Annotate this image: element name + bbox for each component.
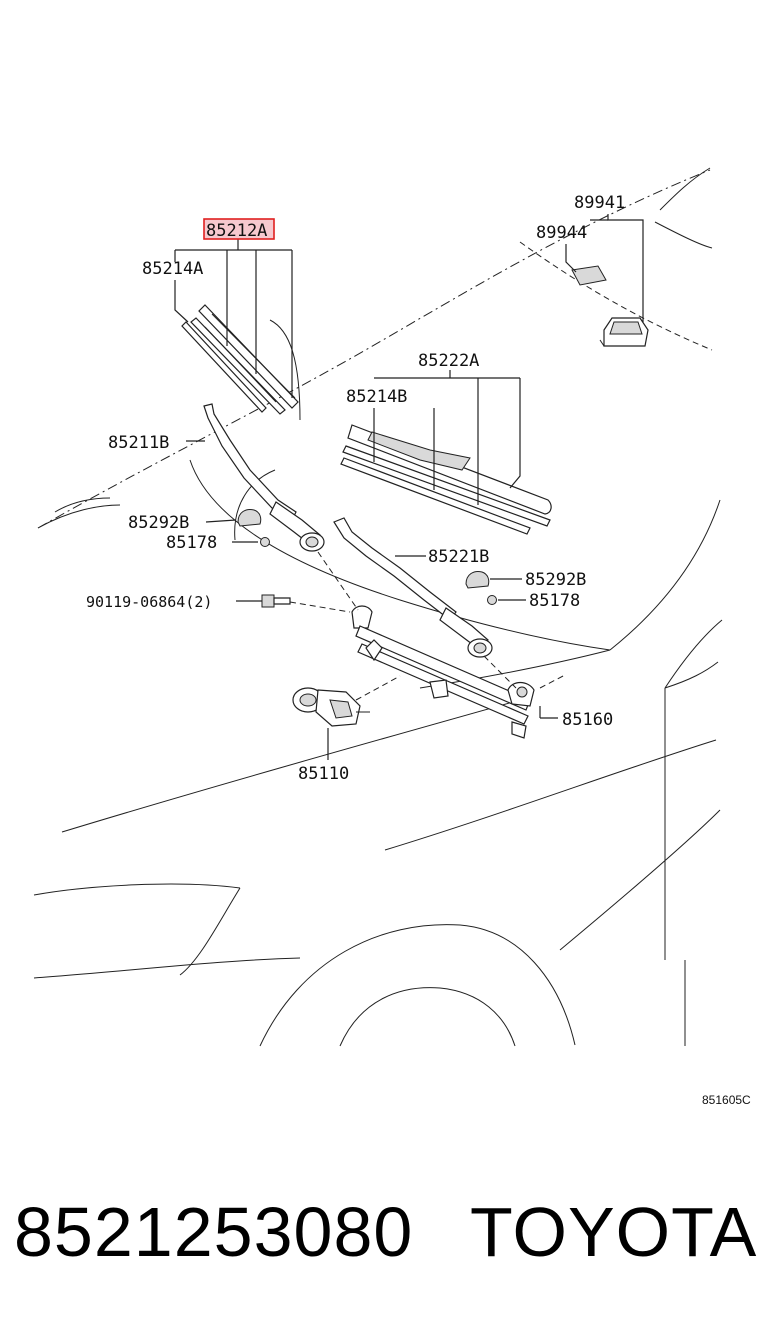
label-85214B: 85214B [346,387,407,407]
wiper-arm-left [203,403,325,552]
arm-cap-left [237,509,262,527]
leader-lines [174,214,644,760]
arm-nut-right [487,595,497,605]
mounting-bolt [261,594,291,608]
part-number: 8521253080 [14,1193,414,1271]
vehicle-body-outline [33,167,723,1047]
label-89944: 89944 [536,223,587,243]
label-85292B-left: 85292B [128,513,189,533]
label-85211B: 85211B [108,433,169,453]
washer-nozzle-89941 [599,317,649,347]
label-85178-left: 85178 [166,533,217,553]
label-85214A: 85214A [142,259,203,279]
label-85292B-right: 85292B [525,570,586,590]
caption: 8521253080 TOYOTA [14,1192,758,1272]
arm-nut-left [260,537,270,547]
wiper-link-assembly [289,551,566,739]
washer-nozzle-89944 [571,265,607,286]
arm-cap-right [465,571,490,589]
figure-code: 851605C [702,1093,751,1107]
label-85178-right: 85178 [529,591,580,611]
label-85212A: 85212A [206,221,267,241]
label-85110: 85110 [298,764,349,784]
wiper-motor [292,687,370,727]
wiper-arm-right [333,517,493,658]
highlight-box [203,218,275,240]
wiper-blade-right [340,424,552,535]
label-90119-06864: 90119-06864(2) [86,593,212,611]
label-89941: 89941 [574,193,625,213]
label-85221B: 85221B [428,547,489,567]
label-85222A: 85222A [418,351,479,371]
brand-name: TOYOTA [470,1193,758,1271]
label-85160: 85160 [562,710,613,730]
wiper-blade-left [181,304,299,415]
